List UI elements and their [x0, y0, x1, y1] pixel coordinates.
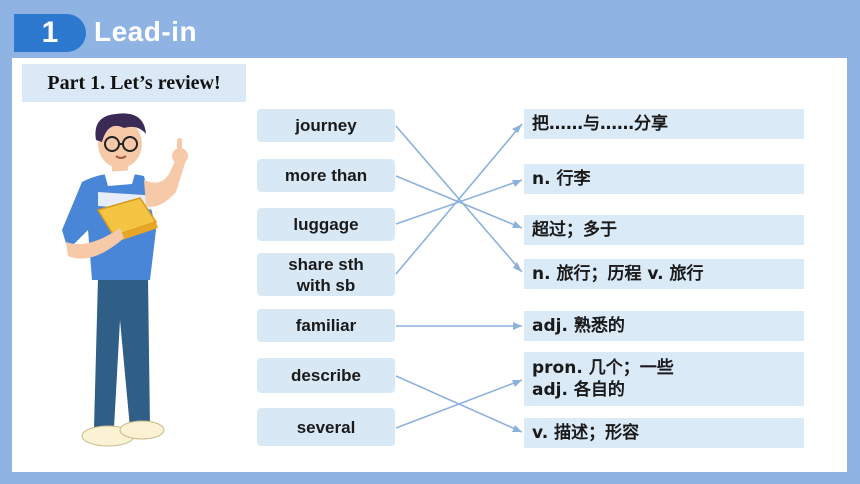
term-label: luggage: [293, 215, 359, 234]
term-label: several: [296, 417, 356, 437]
meaning-text: n. 旅行；历程 v. 旅行: [532, 264, 704, 284]
meaning-text: 把……与……分享: [532, 114, 668, 134]
meaning-text: adj. 熟悉的: [532, 316, 625, 336]
term-luggage[interactable]: luggage: [257, 208, 395, 241]
term-label: more than: [284, 166, 368, 185]
match-line-several: [395, 379, 523, 429]
term-describe[interactable]: describe: [257, 358, 395, 393]
meaning-luggage[interactable]: n. 行李: [524, 164, 804, 194]
part-label: Part 1. Let’s review!: [22, 64, 246, 102]
meaning-text: pron. 几个；一些: [532, 358, 674, 378]
meaning-text: 超过；多于: [532, 220, 617, 240]
section-number-badge: 1: [14, 14, 86, 52]
term-familiar[interactable]: familiar: [257, 309, 395, 342]
term-label: describe: [291, 366, 361, 385]
term-several[interactable]: several: [257, 408, 395, 446]
term-label-line2: with sb: [296, 275, 356, 295]
meaning-text-line2: adj. 各自的: [532, 380, 625, 400]
meaning-more-than[interactable]: 超过；多于: [524, 215, 804, 245]
meaning-describe[interactable]: v. 描述；形容: [524, 418, 804, 448]
meaning-familiar[interactable]: adj. 熟悉的: [524, 311, 804, 341]
term-share-sth-with-sb[interactable]: share sth with sb: [257, 253, 395, 296]
match-line-share: [395, 123, 523, 275]
meaning-journey[interactable]: n. 旅行；历程 v. 旅行: [524, 259, 804, 289]
meaning-share[interactable]: 把……与……分享: [524, 109, 804, 139]
term-journey[interactable]: journey: [257, 109, 395, 142]
meaning-several[interactable]: pron. 几个；一些 adj. 各自的: [524, 352, 804, 406]
student-illustration: [62, 113, 188, 447]
term-label: share sth: [288, 254, 364, 274]
meaning-text: n. 行李: [532, 169, 591, 189]
term-more-than[interactable]: more than: [257, 159, 395, 192]
term-label: familiar: [295, 316, 357, 335]
term-label: journey: [295, 116, 357, 135]
match-line-luggage: [395, 179, 523, 225]
section-title: Lead-in: [94, 16, 198, 47]
meaning-text: v. 描述；形容: [532, 423, 640, 443]
